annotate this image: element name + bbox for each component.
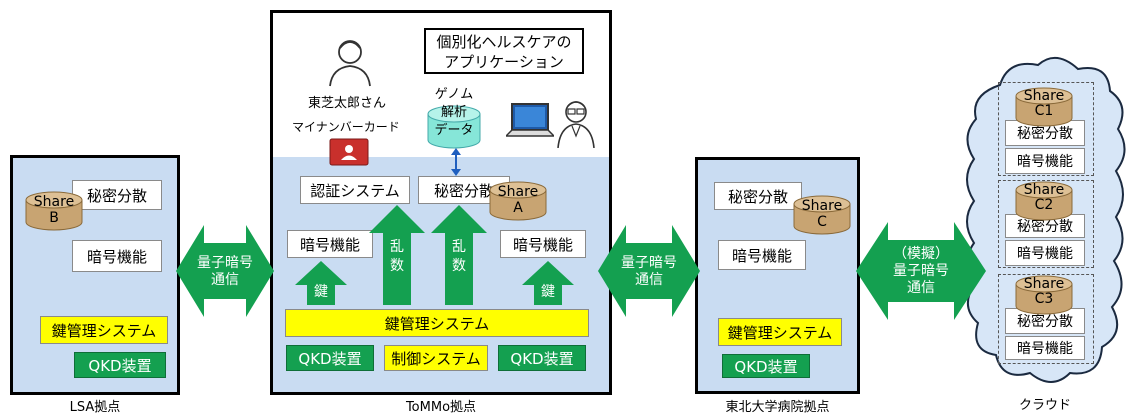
share-b-line2: B (49, 210, 59, 226)
tommo-key-management: 鍵管理システム (285, 309, 589, 337)
app-box-line2: アプリケーション (444, 53, 564, 71)
person-name: 東芝太郎さん (308, 96, 387, 111)
key-label-right: 鍵 (541, 284, 555, 300)
link-arrow-tohoku-cloud (856, 222, 986, 320)
share-c3-cylinder (1015, 275, 1073, 315)
share-c-cylinder (793, 195, 851, 235)
share-c1-line1: Share (1023, 88, 1065, 104)
tommo-auth-system: 認証システム (300, 176, 410, 204)
share-c2-line2: C2 (1034, 197, 1054, 213)
lsa-qkd-device: QKD装置 (74, 352, 166, 378)
share-c1-line2: C1 (1034, 103, 1054, 119)
share-c3-line1: Share (1023, 276, 1065, 292)
link-arrow-lsa-tommo (176, 225, 274, 317)
share-a-line1: Share (497, 184, 539, 200)
share-c2-line1: Share (1023, 182, 1065, 198)
share-c2-cylinder (1015, 181, 1073, 221)
share-c3-label: Share C3 (1014, 277, 1074, 307)
share-a-cylinder (489, 181, 547, 221)
tommo-control-system: 制御システム (384, 345, 488, 371)
caption-tohoku: 東北大学病院拠点 (725, 400, 830, 415)
link-tohoku-cloud-line2: 量子暗号 (893, 263, 949, 279)
lsa-key-management: 鍵管理システム (40, 316, 168, 344)
random-1-char1: 乱 (390, 239, 404, 255)
caption-cloud: クラウド (1018, 398, 1071, 413)
share-a-line2: A (513, 200, 523, 216)
lsa-secret-sharing: 秘密分散 (72, 180, 162, 210)
key-arrow-right (522, 261, 574, 305)
cloud-node-2-crypto: 暗号機能 (1005, 240, 1085, 266)
tommo-qkd-left: QKD装置 (286, 345, 374, 371)
share-c-line2: C (817, 214, 827, 230)
doctor-icon (557, 101, 595, 148)
app-box-line1: 個別化ヘルスケアの (436, 33, 572, 51)
id-card-icon (329, 138, 369, 166)
cloud-node-1-crypto: 暗号機能 (1005, 148, 1085, 174)
share-b-line1: Share (33, 194, 75, 210)
share-c3-line2: C3 (1034, 291, 1054, 307)
share-c1-cylinder (1015, 87, 1073, 127)
link-label-tommo-tohoku: 量子暗号 通信 (598, 255, 700, 289)
tohoku-qkd-device: QKD装置 (722, 354, 810, 378)
random-label-2: 乱 数 (451, 238, 467, 276)
link-lsa-tommo-line1: 量子暗号 (197, 255, 253, 271)
link-label-tohoku-cloud: （模擬） 量子暗号 通信 (856, 246, 986, 297)
link-tohoku-cloud-line3: 通信 (907, 280, 935, 296)
cloud-node-3 (998, 274, 1094, 364)
link-lsa-tommo-line2: 通信 (211, 272, 239, 288)
link-tommo-tohoku-line2: 通信 (635, 272, 663, 288)
random-2-char1: 乱 (452, 239, 466, 255)
cloud-node-1 (998, 82, 1094, 176)
share-b-label: Share B (24, 194, 84, 226)
link-arrow-tommo-tohoku (598, 225, 700, 317)
genome-data-label: ゲノム 解析 データ (430, 86, 478, 140)
tohoku-crypto-function: 暗号機能 (718, 240, 806, 270)
card-label: マイナンバーカード (292, 120, 400, 134)
link-tohoku-cloud-line1: （模擬） (893, 246, 949, 262)
share-c-label: Share C (792, 198, 852, 230)
share-c1-label: Share C1 (1014, 89, 1074, 119)
random-arrow-1 (369, 205, 425, 305)
share-c2-label: Share C2 (1014, 183, 1074, 213)
tommo-internal-arrows (295, 205, 574, 305)
random-2-char2: 数 (452, 258, 466, 274)
share-b-cylinder (25, 191, 83, 231)
caption-tommo: ToMMo拠点 (405, 400, 477, 415)
link-label-lsa-tommo: 量子暗号 通信 (176, 255, 274, 289)
link-tommo-tohoku-line1: 量子暗号 (621, 255, 677, 271)
genome-line2: 解析 (440, 105, 467, 120)
genome-line1: ゲノム (434, 87, 474, 102)
tohoku-secret-sharing: 秘密分散 (714, 182, 802, 210)
random-arrow-2 (431, 205, 487, 305)
tommo-crypto-right: 暗号機能 (500, 230, 586, 258)
tommo-crypto-left: 暗号機能 (287, 230, 373, 258)
genome-data-icon (427, 105, 481, 149)
genome-line3: データ (434, 123, 474, 138)
key-label-left: 鍵 (314, 284, 328, 300)
cloud-node-3-crypto: 暗号機能 (1005, 336, 1085, 360)
share-c-line1: Share (801, 198, 843, 214)
person-icon (329, 40, 371, 87)
lsa-crypto-function: 暗号機能 (72, 240, 162, 272)
random-label-1: 乱 数 (389, 238, 405, 276)
cloud-node-2 (998, 180, 1094, 268)
laptop-icon (506, 103, 554, 137)
random-1-char2: 数 (390, 258, 404, 274)
key-arrow-left (295, 261, 347, 305)
data-transfer-arrow (451, 148, 461, 176)
tohoku-key-management: 鍵管理システム (718, 318, 842, 346)
tommo-qkd-right: QKD装置 (498, 345, 586, 371)
caption-lsa: LSA拠点 (69, 400, 121, 415)
app-box: 個別化ヘルスケアの アプリケーション (424, 28, 584, 74)
share-a-label: Share A (488, 184, 548, 216)
